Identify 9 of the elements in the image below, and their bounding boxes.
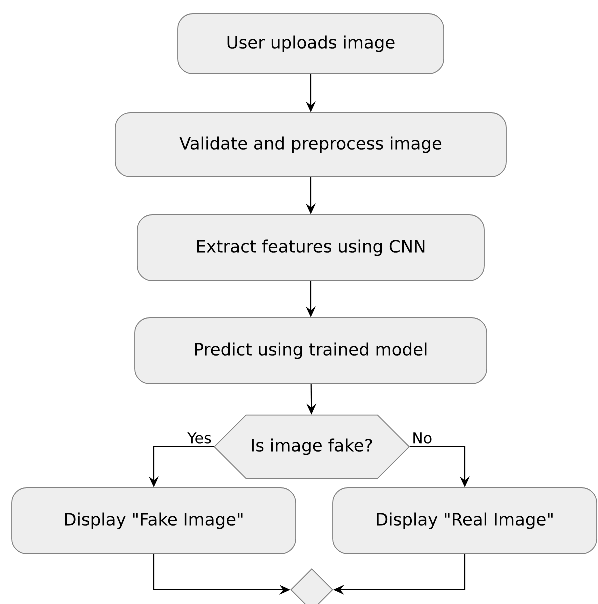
process-box: User uploads image (178, 14, 444, 74)
process-box: Validate and preprocess image (115, 112, 507, 178)
process-box: Display "Fake Image" (12, 488, 296, 554)
merge-diamond (290, 568, 334, 604)
process-box: Extract features using CNN (137, 214, 485, 282)
edge-label: No (414, 432, 432, 444)
process-box: Display "Real Image" (332, 488, 598, 554)
edge-label: Yes (188, 432, 212, 444)
process-box: Predict using trained model (134, 318, 488, 384)
